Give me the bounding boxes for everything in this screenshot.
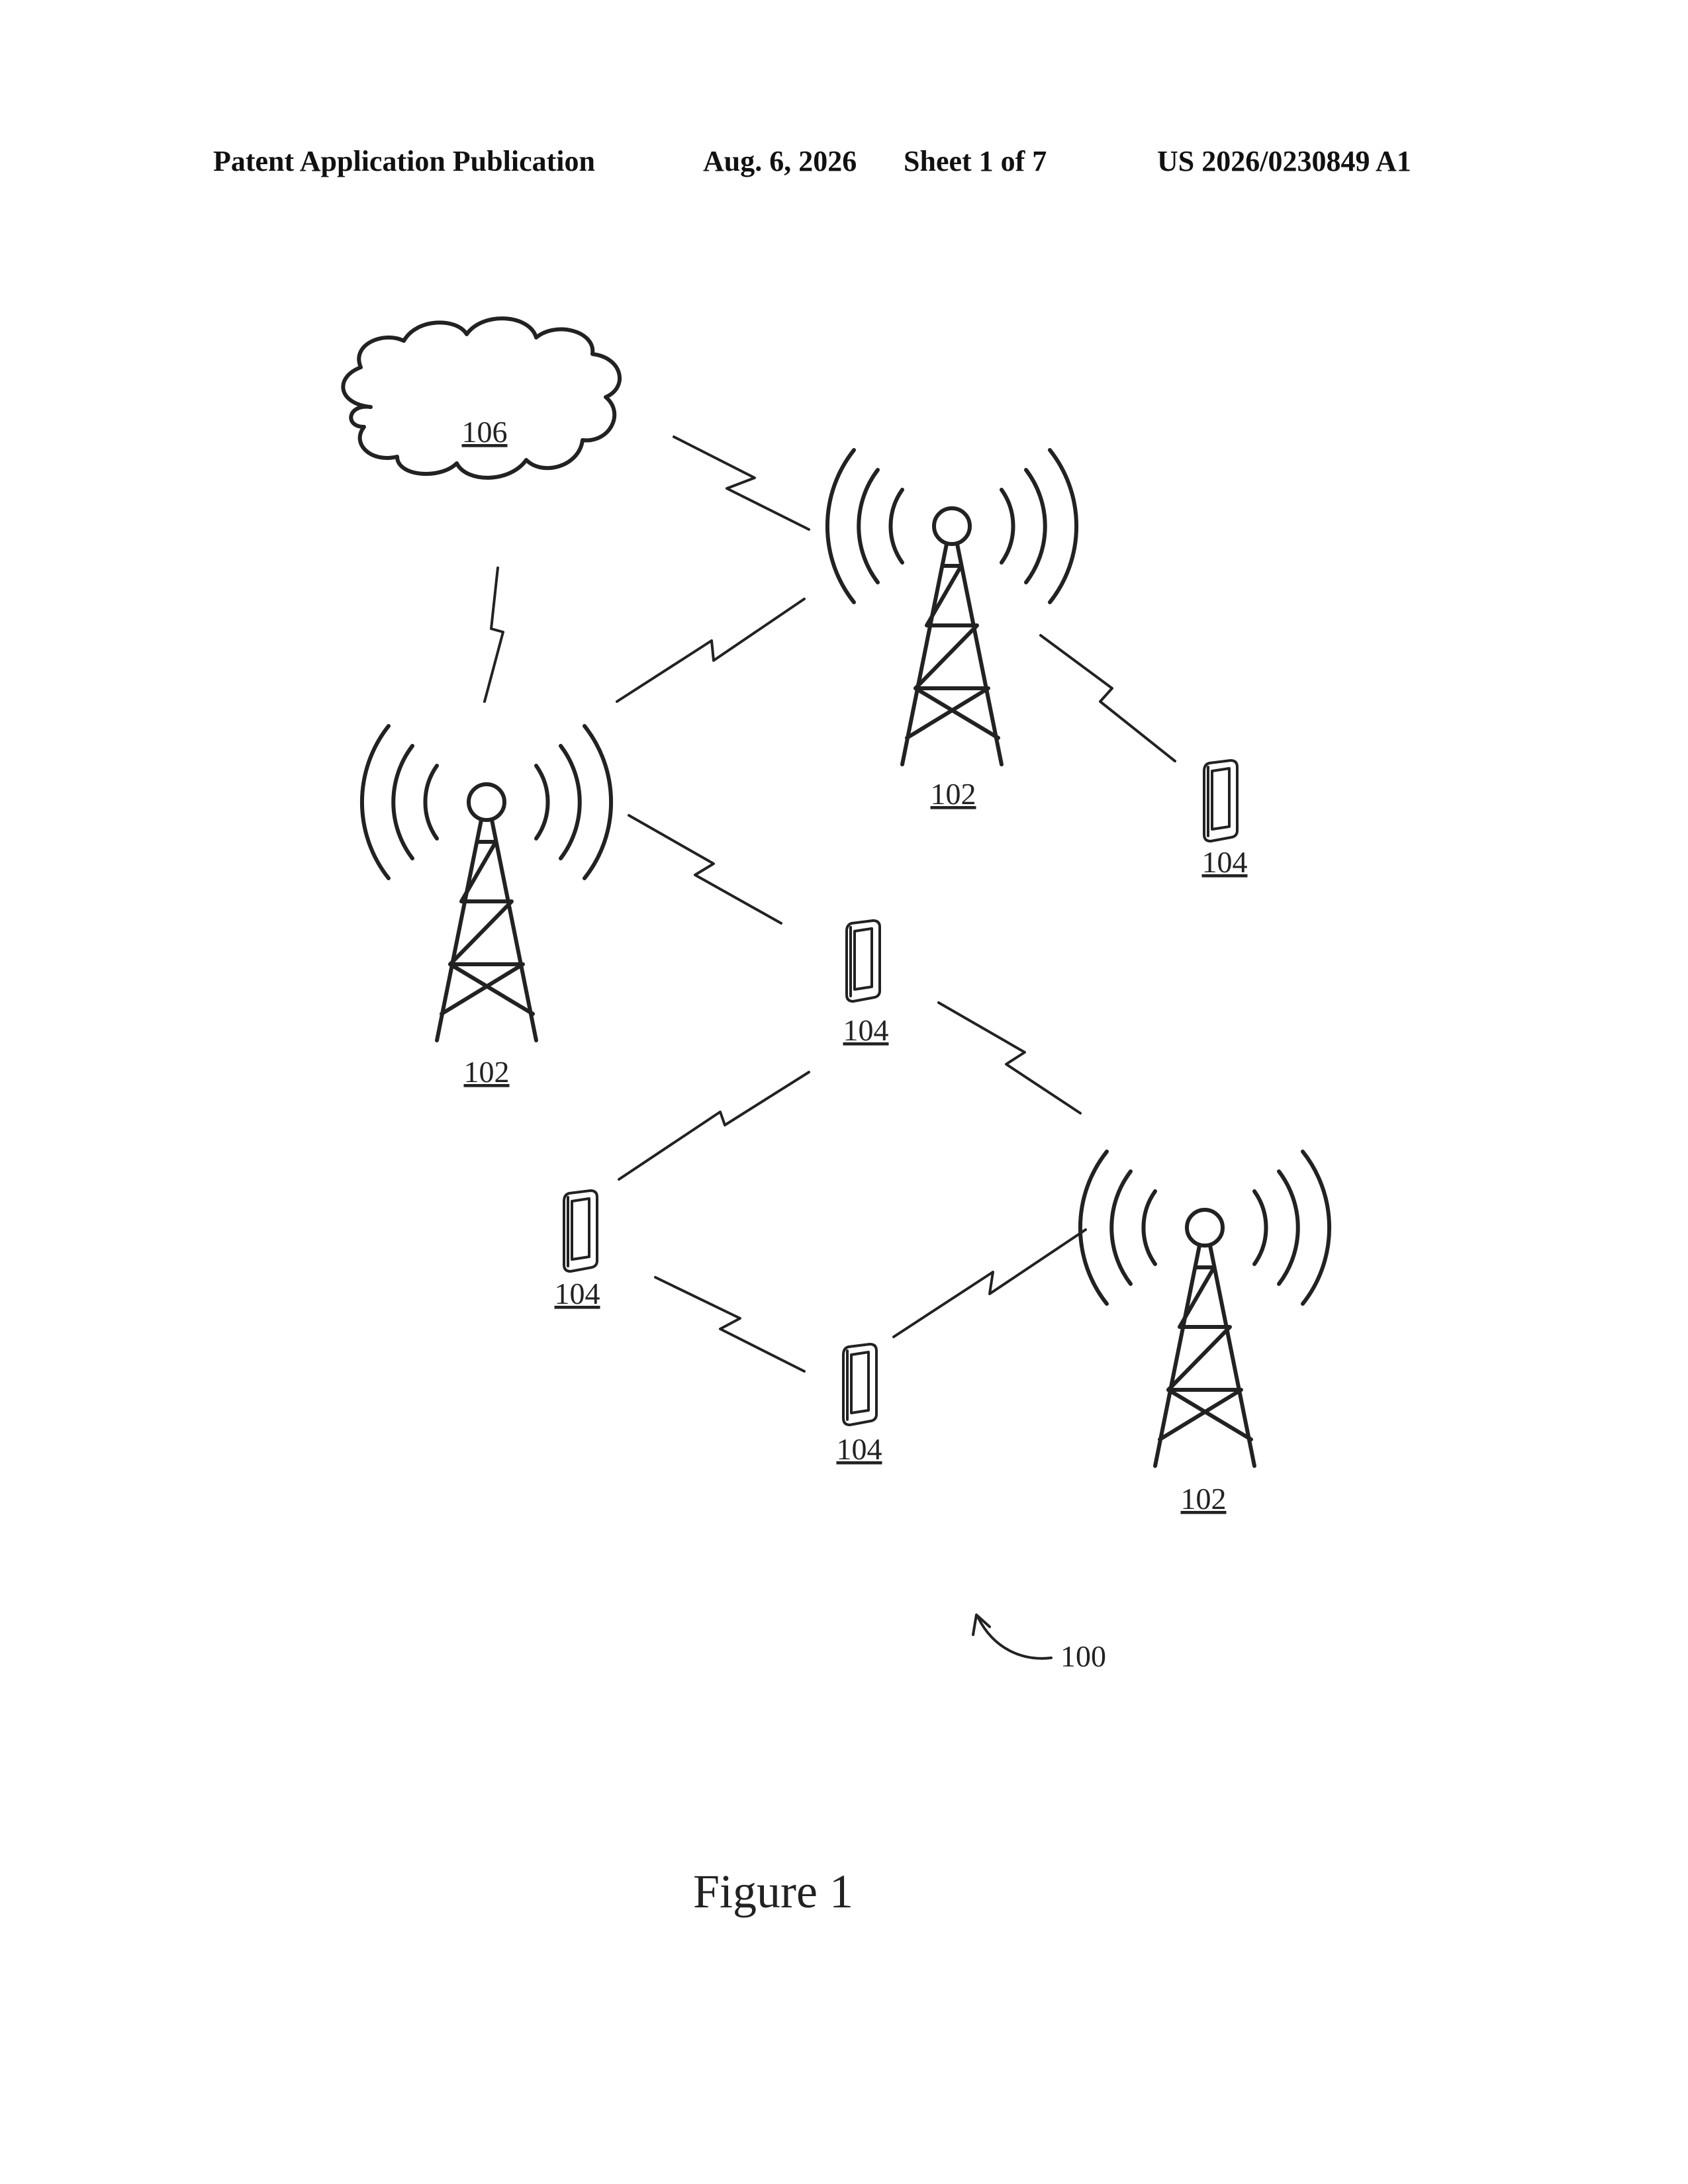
device-right-label: 104 [1202,845,1248,879]
device-bottom-label: 104 [837,1432,882,1466]
link-tower-left-device-middle [629,815,781,923]
device-left-label: 104 [555,1277,600,1310]
network-label: 106 [462,415,508,449]
reference-arrow-icon [978,1618,1051,1659]
mobile-device-icon [843,1344,876,1425]
system-label: 100 [1060,1639,1106,1673]
base-station-tower-icon [827,450,1076,764]
link-device-middle-tower-bottom [939,1003,1080,1113]
cloud-icon [343,318,620,478]
mobile-device-icon [847,921,880,1001]
device-middle-label: 104 [843,1013,889,1047]
base-station-tower-icon [362,726,611,1040]
link-device-middle-device-left [619,1072,809,1179]
tower-left-label: 102 [464,1055,510,1089]
tower-top-label: 102 [931,777,976,811]
link-network-tower-top [674,437,809,529]
figure-caption: Figure 1 [693,1865,853,1918]
link-tower-top-device-right [1041,635,1175,761]
link-tower-left-tower-top [617,599,804,702]
mobile-device-icon [1204,760,1237,841]
link-device-left-device-bottom [655,1277,804,1371]
base-station-tower-icon [1080,1152,1329,1466]
mobile-device-icon [564,1191,597,1271]
tower-bottom-label: 102 [1181,1482,1227,1516]
link-device-bottom-tower-bottom [894,1230,1086,1337]
link-network-tower-left [485,568,503,702]
